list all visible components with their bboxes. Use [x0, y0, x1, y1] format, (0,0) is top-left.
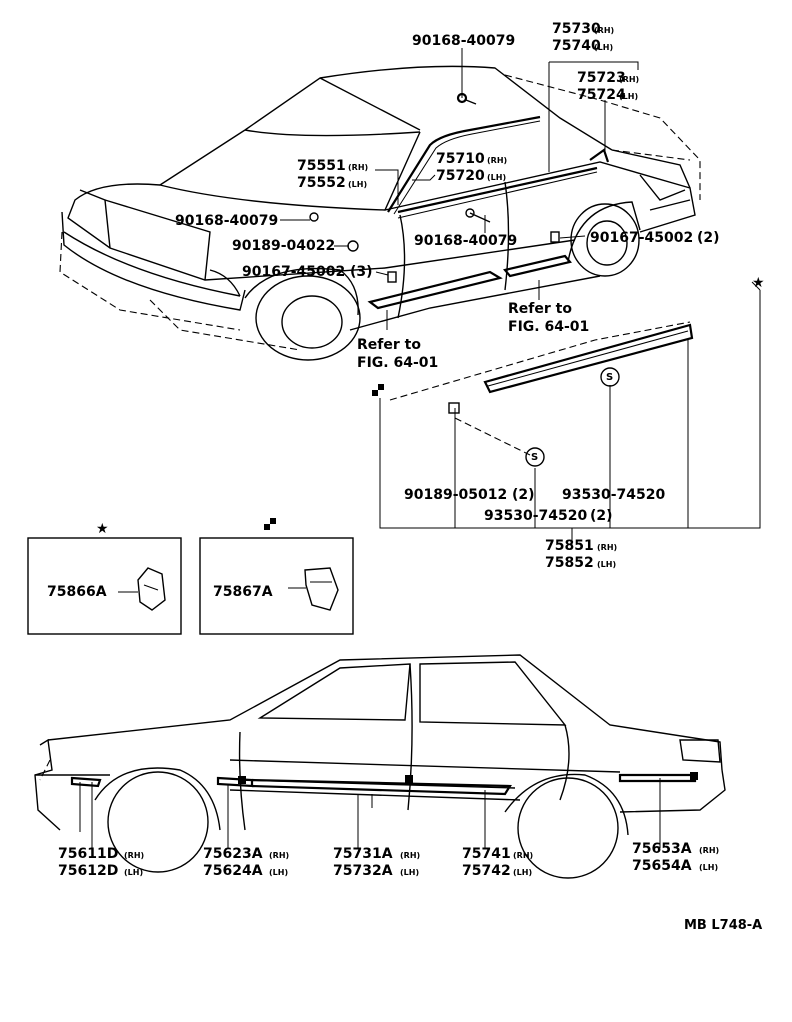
- label-refer1-b: FIG. 64-01: [357, 355, 438, 371]
- car-side-drawing: [34, 654, 726, 879]
- label-rh-pillar: 75551: [297, 158, 346, 174]
- suffix-lh-front-door-lower: (LH): [269, 868, 288, 877]
- label-rh-outer-trim: 75730: [552, 21, 601, 37]
- label-lh-belt: 75720: [436, 168, 485, 184]
- detail-box-star: [27, 537, 182, 635]
- suffix-rh-belt: (RH): [487, 156, 507, 165]
- suffix-rh-rear-door: (RH): [513, 851, 533, 860]
- label-lh-pillar: 75552: [297, 175, 346, 191]
- label-lh-rear-door: 75742: [462, 863, 511, 879]
- suffix-rh-front-door: (RH): [400, 851, 420, 860]
- label-refer2-a: Refer to: [508, 301, 572, 317]
- label-refer2-b: FIG. 64-01: [508, 319, 589, 335]
- s-symbol-2: S: [606, 372, 613, 383]
- car-perspective-drawing: [59, 65, 701, 361]
- label-lh-end: 75724: [577, 87, 626, 103]
- label-s-clip-a: 93530-74520: [562, 487, 665, 503]
- suffix-lh-outer-trim: (LH): [594, 43, 613, 52]
- label-s-clip-b-qty: (2): [590, 508, 613, 524]
- star-symbol-box: ★: [96, 521, 109, 537]
- suffix-lh-rear-door: (LH): [513, 868, 532, 877]
- detail-box-checker: [199, 518, 354, 635]
- label-nut-b: 90189-05012: [404, 487, 507, 503]
- suffix-rh-rocker: (RH): [597, 543, 617, 552]
- suffix-lh-pillar: (LH): [348, 180, 367, 189]
- suffix-rh-outer-trim: (RH): [594, 26, 614, 35]
- label-refer1-a: Refer to: [357, 337, 421, 353]
- suffix-rh-front-door-lower: (RH): [269, 851, 289, 860]
- label-rh-end: 75723: [577, 70, 626, 86]
- suffix-lh-belt: (LH): [487, 173, 506, 182]
- leader-lines-bottom: [79, 772, 698, 848]
- label-star-clip: 75866A: [47, 584, 107, 600]
- rocker-parts-top: [309, 208, 572, 310]
- label-lh-rocker: 75852: [545, 555, 594, 571]
- label-left-clip: 90168-40079: [175, 213, 278, 229]
- suffix-rh-pillar: (RH): [348, 163, 368, 172]
- star-symbol-top: ★: [752, 275, 765, 291]
- label-lh-outer-trim: 75740: [552, 38, 601, 54]
- label-nut-b-qty: (2): [512, 487, 535, 503]
- upper-trim-mouldings: [387, 92, 610, 219]
- suffix-lh-rocker: (LH): [597, 560, 616, 569]
- label-lh-front-fender: 75612D: [58, 863, 118, 879]
- exploded-rocker-moulding: [372, 281, 761, 545]
- suffix-lh-front-fender: (LH): [124, 868, 143, 877]
- label-rh-quarter: 75653A: [632, 841, 692, 857]
- label-lh-front-door-lower: 75624A: [203, 863, 263, 879]
- label-screw-b-qty: (2): [697, 230, 720, 246]
- label-rh-belt: 75710: [436, 151, 485, 167]
- label-rh-rear-door: 75741: [462, 846, 511, 862]
- label-screw-b: 90167-45002: [590, 230, 693, 246]
- suffix-lh-front-door: (LH): [400, 868, 419, 877]
- s-symbol-1: S: [531, 452, 538, 463]
- suffix-lh-quarter: (LH): [699, 863, 718, 872]
- label-nut-a: 90189-04022: [232, 238, 335, 254]
- label-top-clip: 90168-40079: [412, 33, 515, 49]
- leader-lines-top: [280, 48, 639, 330]
- label-checker-clip: 75867A: [213, 584, 273, 600]
- label-screw-a: 90167-45002: [242, 264, 345, 280]
- label-rh-front-door: 75731A: [333, 846, 393, 862]
- label-lh-quarter: 75654A: [632, 858, 692, 874]
- label-lh-front-door: 75732A: [333, 863, 393, 879]
- suffix-rh-front-fender: (RH): [124, 851, 144, 860]
- label-rh-front-door-lower: 75623A: [203, 846, 263, 862]
- diagram-code: MB L748-A: [684, 918, 762, 933]
- part-labels: 90168-40079 75730 (RH) 75740 (LH) 75723 …: [47, 21, 765, 933]
- suffix-lh-end: (LH): [619, 92, 638, 101]
- suffix-rh-end: (RH): [619, 75, 639, 84]
- label-rh-front-fender: 75611D: [58, 846, 118, 862]
- label-screw-a-qty: (3): [350, 264, 373, 280]
- suffix-rh-quarter: (RH): [699, 846, 719, 855]
- label-s-clip-b: 93530-74520: [484, 508, 587, 524]
- label-rh-rocker: 75851: [545, 538, 594, 554]
- label-mid-clip: 90168-40079: [414, 233, 517, 249]
